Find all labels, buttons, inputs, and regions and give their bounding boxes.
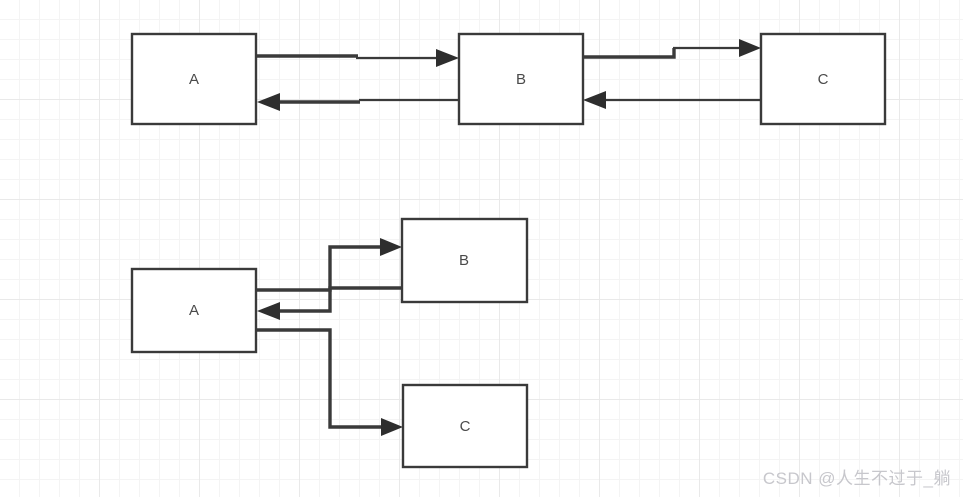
edge-bottom-b-to-a[interactable] <box>257 286 402 320</box>
node-top-c[interactable]: C <box>759 32 887 126</box>
edge-bottom-a-to-b-arrowhead <box>380 238 402 256</box>
csdn-watermark: CSDN @人生不过于_躺 <box>762 469 951 488</box>
edge-top-b-to-c-arrowhead <box>739 39 761 57</box>
edge-top-b-to-c[interactable] <box>583 39 761 59</box>
edge-top-c-to-b-arrowhead <box>583 91 606 109</box>
edge-top-b-to-a[interactable] <box>257 93 459 111</box>
edge-top-a-to-b[interactable] <box>257 49 459 67</box>
node-top-b[interactable]: B <box>457 32 585 126</box>
node-bottom-c-label: C <box>460 418 471 435</box>
edge-top-a-to-b-arrowhead <box>436 49 459 67</box>
edge-bottom-b-to-a-arrowhead <box>257 302 280 320</box>
node-bottom-b[interactable]: B <box>400 217 529 304</box>
node-bottom-b-label: B <box>459 252 469 269</box>
node-top-a[interactable]: A <box>130 32 258 126</box>
edge-bottom-a-to-b-line <box>257 245 387 292</box>
edge-top-b-to-c-stub <box>583 48 676 59</box>
node-top-a-box <box>130 32 258 126</box>
node-bottom-a-label: A <box>189 302 199 319</box>
node-top-b-box <box>457 32 585 126</box>
node-bottom-c-box <box>401 383 529 469</box>
edge-top-b-to-a-arrowhead <box>257 93 280 111</box>
edge-bottom-a-to-b[interactable] <box>257 238 402 292</box>
node-top-a-label: A <box>189 71 199 88</box>
node-bottom-c[interactable]: C <box>401 383 529 469</box>
diagram-top-group: A B C <box>130 32 887 126</box>
diagram-bottom-group: A B C <box>130 217 529 469</box>
edge-bottom-a-to-c-line <box>257 328 388 429</box>
edge-bottom-a-to-c-arrowhead <box>381 418 403 436</box>
edge-bottom-a-to-c[interactable] <box>257 328 403 436</box>
edge-bottom-b-to-a-line <box>276 286 402 313</box>
node-bottom-a-box <box>130 267 258 354</box>
node-top-c-box <box>759 32 887 126</box>
node-top-b-label: B <box>516 71 526 88</box>
node-bottom-a[interactable]: A <box>130 267 258 354</box>
node-top-c-label: C <box>818 71 829 88</box>
node-bottom-b-box <box>400 217 529 304</box>
edge-top-c-to-b[interactable] <box>583 91 761 109</box>
